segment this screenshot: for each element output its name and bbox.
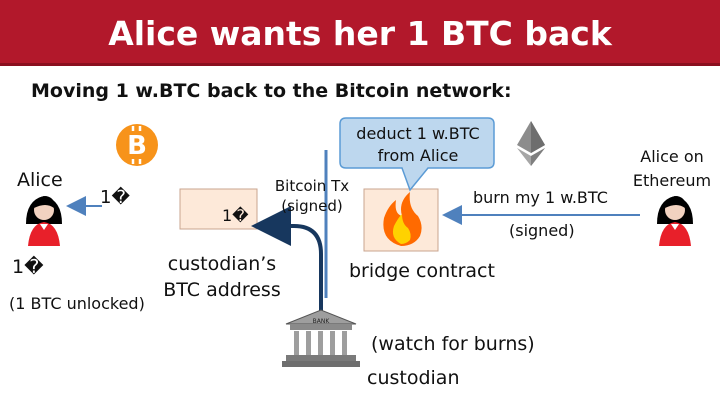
- fire-icon: [383, 192, 422, 246]
- tx-arrow: [251, 206, 323, 322]
- ethereum-icon: [517, 121, 545, 166]
- slide-subtitle: Moving 1 w.BTC back to the Bitcoin netwo…: [31, 80, 512, 102]
- custodian-amount-label: 1�: [222, 206, 249, 225]
- bridge-contract-label: bridge contract: [349, 260, 495, 282]
- bitcoin-icon: B: [116, 124, 158, 166]
- bitcoin-tx-line2: (signed): [281, 197, 342, 215]
- custodian-address-line2: BTC address: [163, 279, 280, 301]
- amount-sent-label: 1�: [100, 186, 130, 208]
- bitcoin-tx-line1: Bitcoin Tx: [275, 177, 349, 195]
- custodian-label: custodian: [367, 367, 460, 389]
- svg-text:B: B: [127, 131, 147, 161]
- slide-title: Alice wants her 1 BTC back: [108, 14, 612, 53]
- alice-avatar-left-icon: [26, 196, 62, 246]
- callout-line1: deduct 1 w.BTC: [356, 124, 479, 143]
- watch-burns-label: (watch for burns): [371, 333, 535, 355]
- alice-balance-label: 1�: [12, 255, 44, 278]
- alice-left-label: Alice: [17, 169, 63, 191]
- callout-bubble: [339, 117, 495, 192]
- alice-avatar-right-icon: [657, 196, 693, 246]
- custodian-address-line1: custodian’s: [168, 253, 276, 275]
- alice-ethereum-line1: Alice on: [640, 147, 704, 166]
- bank-sign: BANK: [313, 318, 331, 325]
- title-bar: [0, 0, 720, 66]
- callout-line2: from Alice: [378, 146, 459, 165]
- btc-unlocked-label: (1 BTC unlocked): [9, 294, 145, 313]
- burn-label: burn my 1 w.BTC: [473, 188, 608, 207]
- bank-icon: BANK: [282, 309, 360, 367]
- alice-ethereum-line2: Ethereum: [633, 171, 711, 190]
- custodian-address-box: [179, 188, 258, 230]
- burn-signed-label: (signed): [509, 221, 575, 240]
